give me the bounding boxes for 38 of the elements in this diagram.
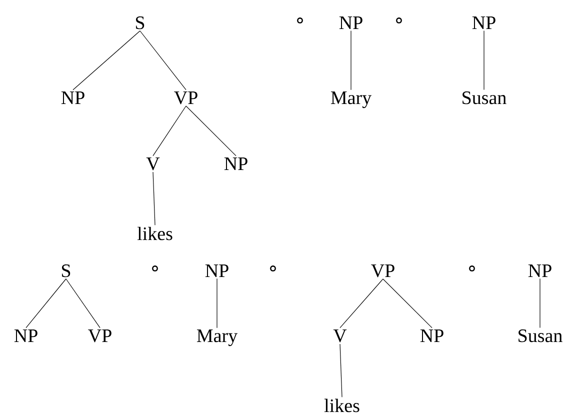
tree-branch xyxy=(152,172,156,226)
tree-label: V xyxy=(333,330,347,342)
tree-label: Mary xyxy=(196,330,238,346)
composition-operator: ∘ xyxy=(270,266,276,272)
tree-label: likes xyxy=(137,226,172,240)
tree-branch xyxy=(72,30,140,90)
tree-label: NP xyxy=(61,92,84,104)
tree-label: NP xyxy=(472,16,496,29)
composition-operator: ∘ xyxy=(152,266,158,272)
tree-label: VP xyxy=(88,330,112,342)
composition-operator: ∘ xyxy=(297,18,303,24)
tree-label: VP xyxy=(371,264,394,278)
tree-branch xyxy=(66,278,100,328)
tree-label: Mary xyxy=(330,92,372,108)
tree-branch xyxy=(350,30,352,90)
tree-label: NP xyxy=(420,330,444,342)
tree-label: Susan xyxy=(462,91,506,104)
tree-branch xyxy=(26,278,66,328)
tree-label: NP xyxy=(205,264,228,277)
tree-label: S xyxy=(136,16,144,30)
tree-label: NP xyxy=(224,158,248,170)
composition-operator: ∘ xyxy=(469,266,475,272)
tree-branch xyxy=(340,278,384,328)
tree-label: likes xyxy=(324,398,360,412)
tree-label: NP xyxy=(14,330,38,342)
tree-label: Susan xyxy=(518,329,562,342)
composition-operator: ∘ xyxy=(396,18,402,24)
tree-label: NP xyxy=(339,16,362,29)
tree-branch xyxy=(186,106,236,156)
tree-label: NP xyxy=(528,264,552,277)
tree-branch xyxy=(152,106,186,156)
tree-label: V xyxy=(146,158,160,170)
tree-label: S xyxy=(62,264,70,278)
tree-branch xyxy=(140,30,186,90)
tree-branch xyxy=(216,278,218,328)
tree-branch xyxy=(382,278,432,328)
tree-branch xyxy=(340,344,342,398)
tree-label: VP xyxy=(174,92,198,104)
